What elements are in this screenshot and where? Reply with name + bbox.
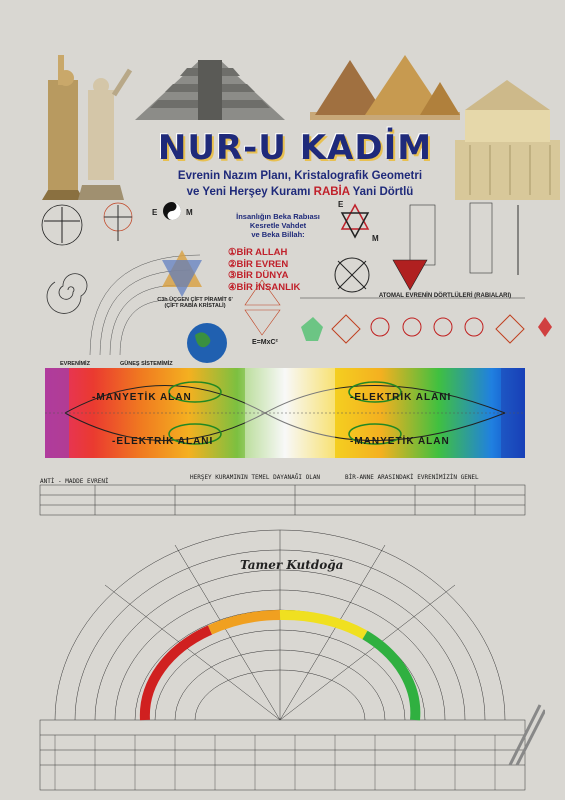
band-elektrik-right: -ELEKTRİK ALANI	[350, 392, 452, 403]
rabia-item: ④BİR İNSANLIK	[228, 281, 301, 293]
inverted-pyramid-icon	[392, 259, 428, 291]
anatomy-figure-icon	[103, 202, 133, 241]
band-label-gunes: GÜNEŞ SİSTEMİMİZ	[120, 361, 173, 367]
field-band-diagram	[45, 368, 525, 458]
top-illustrations	[42, 55, 560, 200]
rabia-item: ①BİR ALLAH	[228, 247, 288, 258]
table-header-right: BİR-ANNE ARASINDAKİ EVRENİMİZİN GENEL	[345, 474, 479, 481]
energy-figure-icon	[244, 279, 281, 336]
merkaba-icon	[162, 250, 202, 297]
svg-text:E: E	[338, 200, 344, 209]
band-elektrik-left: -ELEKTRİK ALANI	[112, 436, 214, 447]
table-header-center: HERŞEY KURAMININ TEMEL DAYANAĞI OLAN	[190, 474, 321, 481]
subtitle-rabia: RABİA	[313, 186, 350, 198]
atomal-title: ATOMAL EVRENİN DÖRTLÜLERİ (RABIALARI)	[378, 293, 512, 299]
book-subtitle: Evrenin Nazım Planı, Kristalografik Geom…	[130, 168, 470, 200]
rabia-list: ①BİR ALLAH ②BİR EVREN ③BİR DÜNYA ④BİR İN…	[228, 247, 338, 293]
band-manyetik-right: -MANYETİK ALAN	[350, 436, 450, 447]
pyramid-caption: C3h ÜÇGEN ÇİFT PİRAMİT 6' (ÇİFT RABİA KR…	[157, 297, 233, 309]
rabia-item: ③BİR DÜNYA	[228, 270, 289, 281]
subtitle-line-2: ve Yeni Herşey Kuramı RABİA Yani Dörtlü	[186, 186, 414, 198]
mausoleum-icon	[455, 80, 560, 200]
svg-text:M: M	[372, 234, 379, 243]
label-e: E	[152, 208, 158, 217]
decorative-stripes	[508, 704, 545, 766]
mayan-pyramid-icon	[135, 60, 285, 120]
vitruvian-figure-icon	[41, 204, 83, 246]
label-m: M	[186, 208, 193, 217]
crystal-shapes-icon	[301, 314, 552, 344]
middle-illustrations: E M E M	[41, 200, 552, 363]
technical-chart-diagram	[39, 484, 526, 791]
colossus-statue-icon	[78, 68, 133, 200]
yin-yang-icon	[163, 202, 181, 220]
band-manyetik-left: -MANYETİK ALAN	[92, 392, 192, 403]
star-of-david-icon: E M	[338, 200, 379, 243]
table-header-anti: ANTİ - MADDE EVRENİ	[40, 478, 109, 485]
book-title: NUR-U KADİM	[157, 128, 433, 168]
band-label-evrenimiz: EVRENİMİZ	[60, 361, 90, 367]
man-in-circle-icon	[334, 257, 370, 293]
spectrum-arc-icon	[139, 609, 421, 721]
author-name: Tamer Kutdoğa	[240, 558, 344, 572]
galaxy-spiral-icon	[46, 273, 88, 314]
giza-pyramids-icon	[310, 55, 460, 120]
subtitle-line-1: Evrenin Nazım Planı, Kristalografik Geom…	[177, 170, 423, 182]
ancient-figures-icon	[409, 202, 519, 275]
formula-label: E=MxC²	[252, 339, 278, 346]
rabia-item: ②BİR EVREN	[228, 258, 289, 270]
statue-of-liberty-icon	[42, 55, 84, 200]
rabia-box-header: İnsanlığın Beka Rabıası Kesretle Vahdet …	[236, 212, 320, 239]
earth-icon	[187, 323, 227, 363]
